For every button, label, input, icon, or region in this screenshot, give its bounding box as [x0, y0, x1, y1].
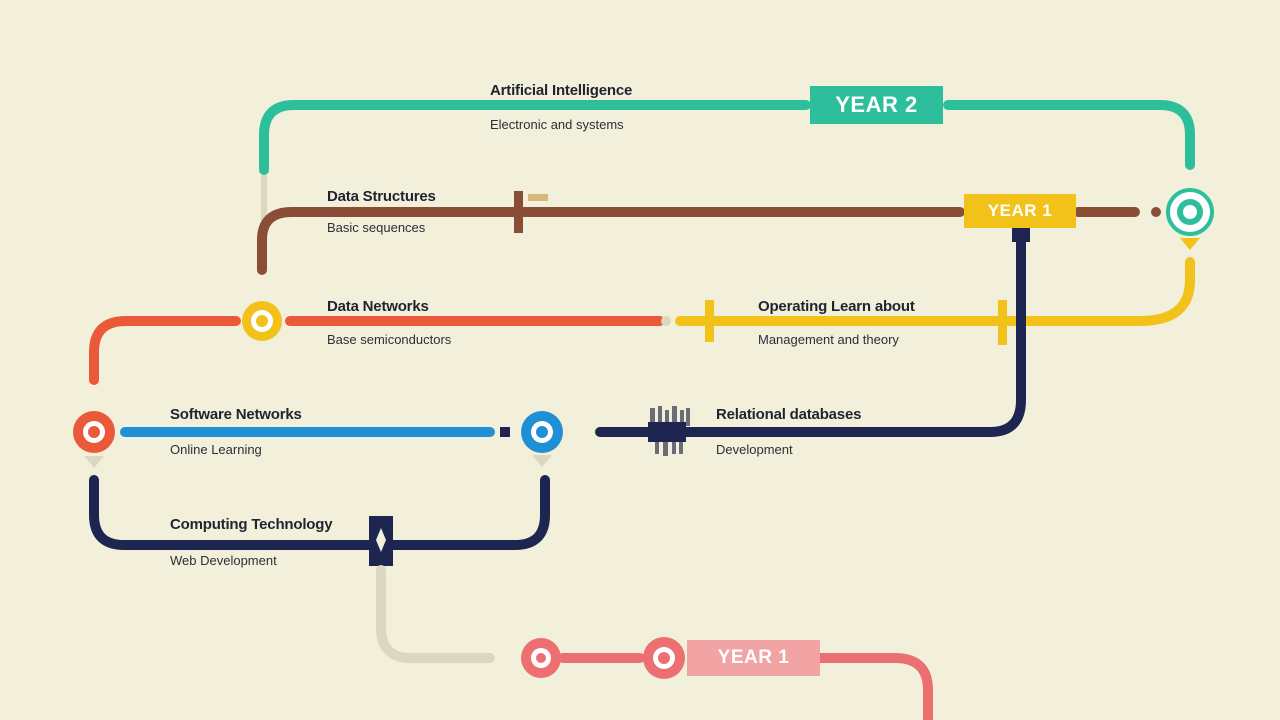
- station-title-2: Data Structures: [327, 188, 436, 205]
- marker-navy-star: [376, 528, 386, 552]
- navy-connector: [1012, 228, 1030, 242]
- station-teal-end[interactable]: [1166, 188, 1214, 236]
- line-brown: [257, 207, 1140, 275]
- marker-yellow-left: [705, 300, 714, 342]
- station-title-5: Software Networks: [170, 406, 302, 423]
- dot-brown: [1151, 207, 1161, 217]
- line-teal: [259, 100, 1195, 175]
- year1-box: [687, 640, 820, 676]
- marker-brown: [514, 191, 523, 233]
- station-pink-left[interactable]: [521, 638, 561, 678]
- year1-label: YEAR 1: [717, 647, 790, 668]
- station-orange[interactable]: [73, 411, 115, 453]
- blue-drop: [532, 455, 552, 467]
- station-subtitle-1: Electronic and systems: [490, 117, 624, 132]
- station-title-6: Relational databases: [716, 406, 862, 423]
- line-beige: [376, 565, 495, 663]
- station-subtitle-3: Base semiconductors: [327, 332, 452, 347]
- station-title-1: Artificial Intelligence: [490, 82, 633, 99]
- orange-drop: [84, 456, 104, 468]
- station-title-3: Data Networks: [327, 298, 429, 315]
- year-mid-box: [964, 194, 1076, 228]
- station-subtitle-5: Online Learning: [170, 442, 262, 457]
- yellow-drop: [1180, 238, 1200, 250]
- line-yellow: [675, 257, 1195, 326]
- station-subtitle-6: Development: [716, 442, 793, 457]
- line-pink: [558, 653, 933, 720]
- line-navy-lower: [89, 475, 550, 550]
- marker-yellow-right: [998, 300, 1007, 345]
- marker-brown-tab: [528, 194, 548, 201]
- station-subtitle-2: Basic sequences: [327, 220, 426, 235]
- blue-dash: [500, 427, 510, 437]
- dot-orange: [661, 316, 671, 326]
- year2-box: [810, 86, 943, 124]
- line-navy: [595, 230, 1026, 437]
- station-subtitle-4: Management and theory: [758, 332, 899, 347]
- station-title-7: Computing Technology: [170, 516, 333, 533]
- interchange-bar: [648, 422, 686, 442]
- year2-label: YEAR 2: [835, 92, 918, 117]
- station-yellow[interactable]: [242, 301, 282, 341]
- station-title-4: Operating Learn about: [758, 298, 915, 315]
- interchange-glyph: [650, 406, 690, 456]
- station-blue[interactable]: [521, 411, 563, 453]
- station-pink-right[interactable]: [643, 637, 685, 679]
- year-mid-label: YEAR 1: [987, 201, 1053, 220]
- station-subtitle-7: Web Development: [170, 553, 277, 568]
- line-orange: [89, 316, 665, 385]
